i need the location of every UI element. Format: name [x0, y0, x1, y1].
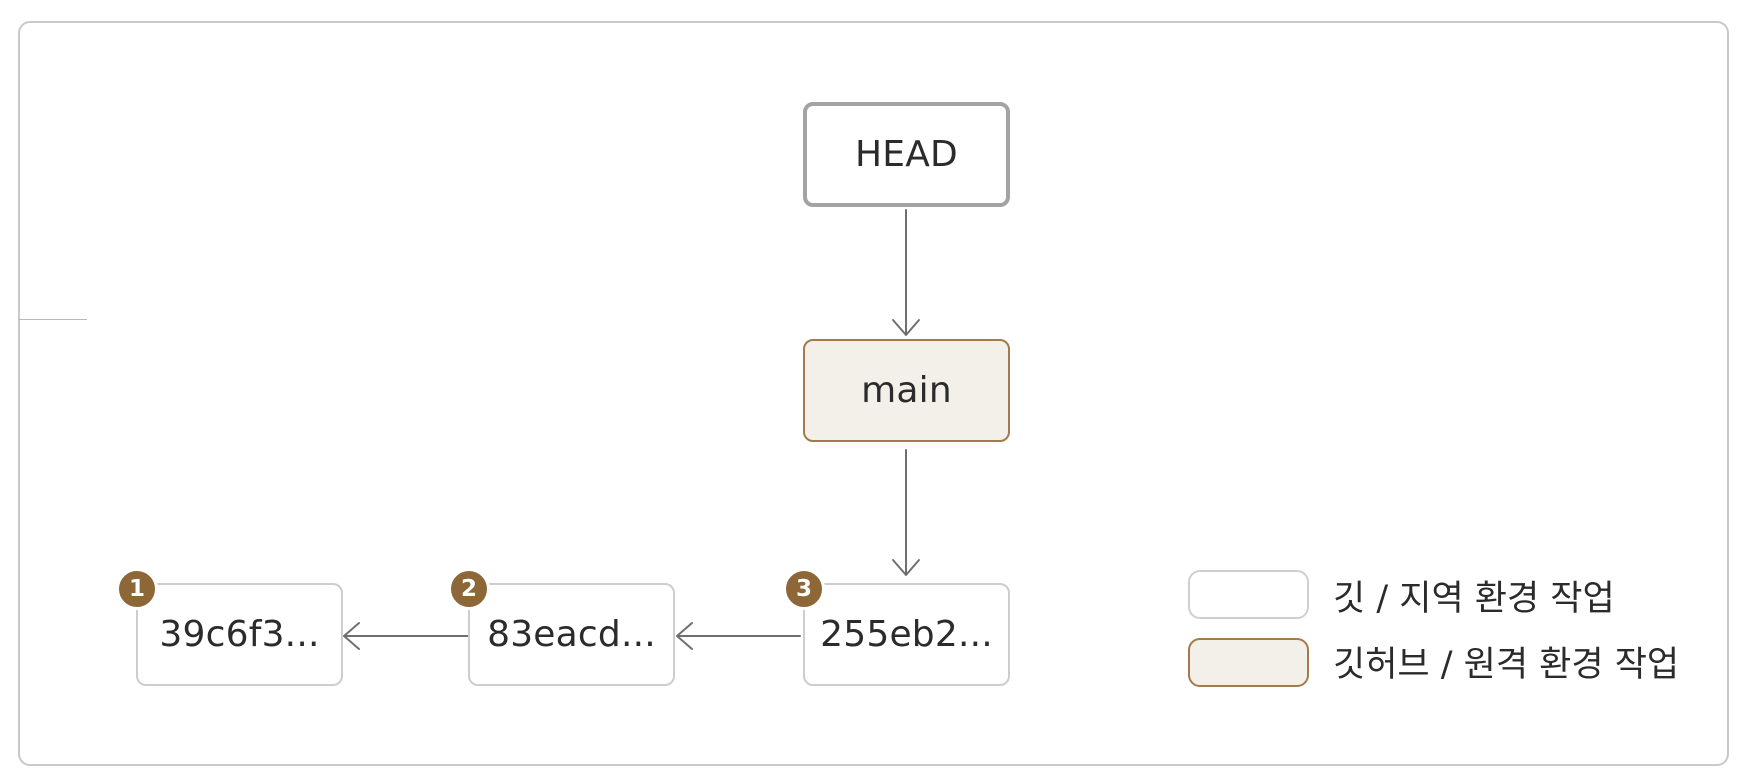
left-edge-line — [18, 319, 87, 320]
commit-number-badge-2: 2 — [448, 568, 490, 610]
commit-box-3: 255eb2... — [803, 583, 1010, 686]
badge-number: 3 — [795, 576, 812, 602]
badge-number: 1 — [128, 576, 145, 602]
arrow-head-to-main — [892, 209, 920, 336]
badge-number: 2 — [460, 576, 477, 602]
legend-swatch-local — [1188, 570, 1309, 619]
branch-label: main — [861, 370, 952, 411]
diagram-frame — [18, 21, 1729, 766]
arrow-main-to-commit-3 — [892, 449, 920, 576]
legend-label-remote: 깃허브 / 원격 환경 작업 — [1333, 645, 1680, 685]
commit-number-badge-1: 1 — [116, 568, 158, 610]
commit-hash: 83eacd... — [487, 614, 656, 655]
commit-box-2: 83eacd... — [468, 583, 675, 686]
legend-swatch-remote — [1188, 638, 1309, 687]
arrow-commit-2-to-commit-1 — [343, 622, 469, 650]
head-label: HEAD — [855, 134, 958, 175]
legend-label-local: 깃 / 지역 환경 작업 — [1333, 579, 1615, 619]
head-pointer-box: HEAD — [803, 102, 1010, 207]
commit-number-badge-3: 3 — [783, 568, 825, 610]
main-branch-box: main — [803, 339, 1010, 442]
commit-hash: 39c6f3... — [159, 614, 320, 655]
arrow-commit-3-to-commit-2 — [676, 622, 801, 650]
commit-box-1: 39c6f3... — [136, 583, 343, 686]
commit-hash: 255eb2... — [820, 614, 993, 655]
